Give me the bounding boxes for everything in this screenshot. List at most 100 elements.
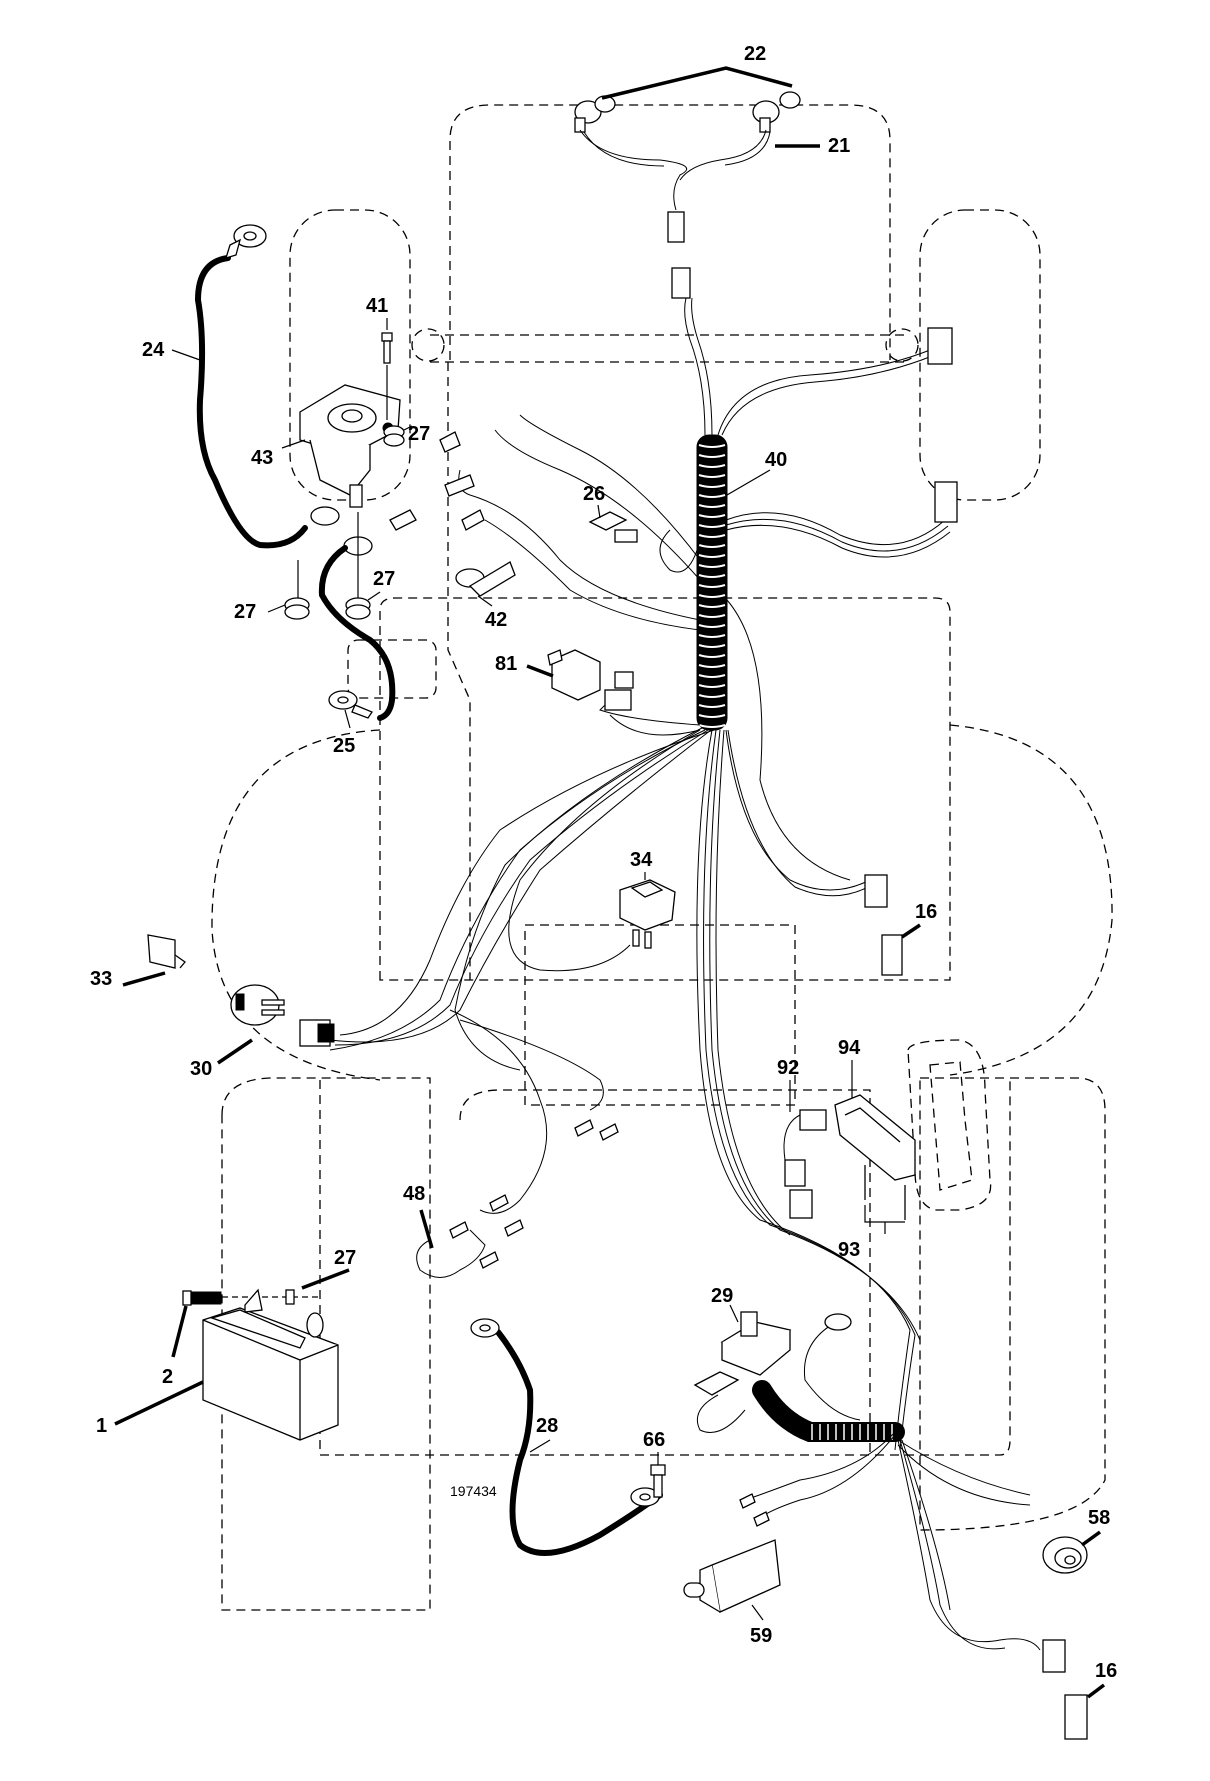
- label-93: 93: [838, 1239, 860, 1261]
- frame-body: [379, 597, 951, 981]
- leader-1: [114, 1380, 204, 1426]
- headlight-harness-wire: [579, 129, 767, 211]
- main-harness-conduit[interactable]: [696, 434, 728, 731]
- label-22: 22: [744, 43, 766, 65]
- label-21: 21: [828, 135, 850, 157]
- harness-adapter-92[interactable]: [783, 1109, 827, 1219]
- rear-conduit[interactable]: [696, 1313, 905, 1442]
- label-24: 24: [142, 339, 165, 361]
- headlight-plug: [667, 211, 685, 243]
- conduit-rib: [698, 654, 726, 658]
- drawing-number: 197434: [450, 1483, 497, 1499]
- nut-27-right[interactable]: [345, 597, 371, 620]
- conduit-rib: [698, 484, 726, 488]
- conduit-rib: [698, 544, 726, 548]
- label-33: 33: [90, 968, 112, 990]
- leader-24: [171, 349, 201, 361]
- terminal-flag: [461, 509, 485, 531]
- battery-cable-24[interactable]: [194, 224, 308, 549]
- ground-wire-48[interactable]: [416, 1119, 619, 1278]
- label-27-right: 27: [373, 568, 395, 590]
- leader-27-left: [267, 604, 286, 613]
- ignition-switch-30[interactable]: [230, 984, 335, 1047]
- screws-93[interactable]: [864, 1165, 906, 1223]
- conduit-rib: [698, 534, 726, 538]
- conduit-rib: [698, 584, 726, 588]
- leader-27-right: [367, 591, 381, 601]
- nut-27-left[interactable]: [284, 597, 310, 620]
- connector-16-lower[interactable]: [1042, 1639, 1088, 1740]
- rear-fender-left: [211, 729, 381, 1081]
- terminal-coil-1: [739, 1493, 756, 1509]
- tractor-outline: [211, 104, 1113, 1611]
- label-58: 58: [1088, 1507, 1110, 1529]
- harness-wires: [329, 297, 951, 1451]
- boot-42[interactable]: [455, 561, 516, 597]
- bolt-41[interactable]: [381, 332, 393, 364]
- leader-42: [477, 595, 493, 607]
- conduit-rib: [698, 494, 726, 498]
- label-28: 28: [536, 1415, 558, 1437]
- label-16-upper: 16: [915, 901, 937, 923]
- conduit-rib: [698, 664, 726, 668]
- cable-25[interactable]: [318, 509, 417, 721]
- front-axle-outline: [430, 334, 910, 363]
- leader-43: [281, 439, 306, 449]
- ignition-coil-59[interactable]: [683, 1539, 781, 1613]
- conduit-rib: [698, 694, 726, 698]
- module-94[interactable]: [834, 1094, 916, 1181]
- terminal-spade: [439, 431, 461, 453]
- connector-right-lower: [934, 481, 958, 523]
- headlight-socket: [671, 267, 691, 299]
- conduit-rib: [698, 444, 726, 448]
- connector-right-upper: [927, 327, 953, 365]
- battery-1[interactable]: [202, 1307, 339, 1441]
- leader-28: [529, 1439, 551, 1453]
- nut-27-top[interactable]: [383, 425, 405, 447]
- fuse-26[interactable]: [588, 511, 638, 543]
- axle-left-end: [411, 328, 445, 362]
- rear-conduit-ribs: [811, 1424, 893, 1440]
- conduit-rib: [698, 714, 726, 718]
- conduit-rib: [698, 724, 726, 728]
- conduit-rib: [698, 474, 726, 478]
- ignition-key-33[interactable]: [147, 934, 186, 969]
- conduit-rib: [698, 614, 726, 618]
- conduit-rib: [698, 704, 726, 708]
- ring-terminal-1: [310, 506, 340, 526]
- rear-harness-wires: [739, 1431, 1041, 1651]
- buzzer-58[interactable]: [1042, 1536, 1088, 1574]
- relay-81[interactable]: [547, 649, 634, 711]
- axle-right-end: [885, 328, 919, 362]
- conduit-rib: [698, 554, 726, 558]
- rear-right-wheel-outline: [919, 1077, 1106, 1531]
- battery-nut-27[interactable]: [285, 1289, 295, 1305]
- headlight-left: [574, 95, 616, 133]
- seat-switch-29[interactable]: [693, 1311, 792, 1396]
- leader-2: [171, 1305, 188, 1358]
- connector-16-upper[interactable]: [864, 874, 903, 976]
- leader-16-upper: [901, 923, 921, 939]
- leader-30: [217, 1038, 253, 1065]
- ground-cable-28[interactable]: [470, 1318, 663, 1556]
- headlight-assembly[interactable]: [574, 91, 801, 299]
- conduit-rib: [698, 634, 726, 638]
- conduit-rib: [698, 564, 726, 568]
- leader-58: [1080, 1530, 1102, 1547]
- label-92: 92: [777, 1057, 799, 1079]
- terminal-barrel: [444, 474, 475, 497]
- front-left-wheel-outline: [289, 209, 411, 501]
- solenoid-43[interactable]: [299, 384, 401, 508]
- label-59: 59: [750, 1625, 772, 1647]
- label-66: 66: [643, 1429, 665, 1451]
- label-1: 1: [96, 1415, 107, 1437]
- terminal-coil-2: [753, 1511, 770, 1527]
- label-25: 25: [333, 735, 355, 757]
- rear-fender-right: [949, 724, 1113, 1076]
- conduit-rib: [698, 594, 726, 598]
- seat-area: [459, 1089, 871, 1455]
- leader-48: [419, 1209, 434, 1249]
- rocker-switch-34[interactable]: [619, 879, 676, 949]
- battery-bolt-2[interactable]: [182, 1290, 222, 1306]
